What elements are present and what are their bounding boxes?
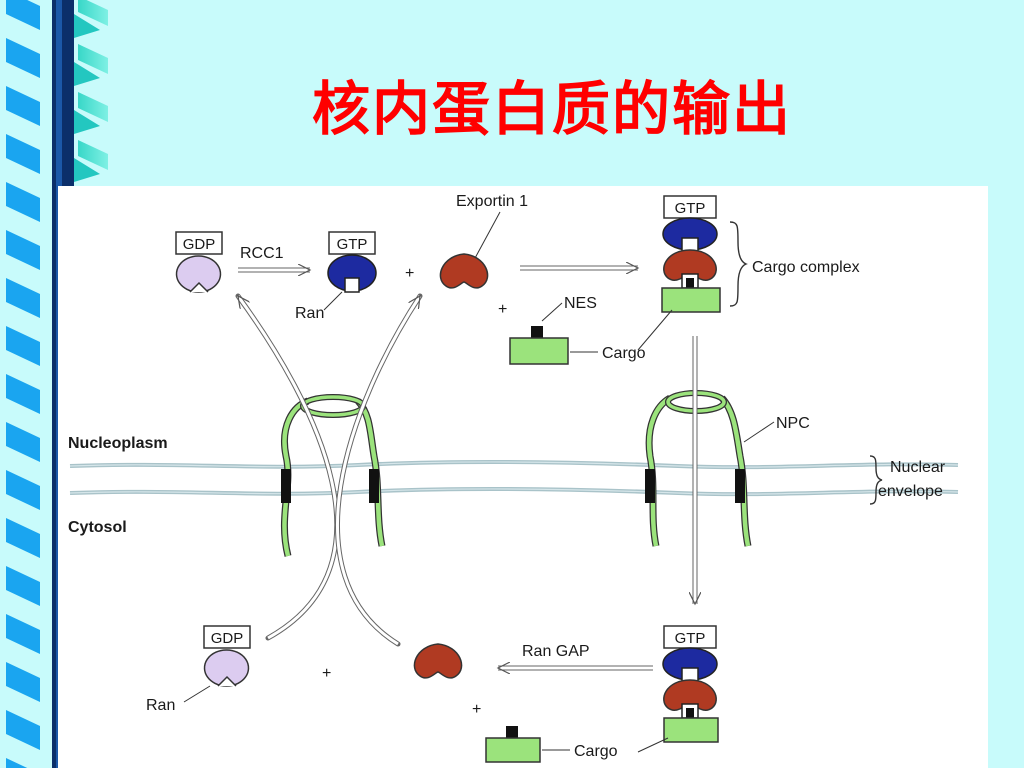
- ran-gap-label: Ran GAP: [522, 643, 590, 660]
- strip-blue-cell: [6, 566, 40, 606]
- nuclear-envelope: [69, 460, 959, 497]
- strip-teal-triangle: [74, 110, 100, 134]
- plus-sign-1: +: [405, 265, 414, 282]
- strip-blue-cell: [6, 182, 40, 222]
- plus-sign-2: +: [498, 301, 507, 318]
- recycle-arrows: [235, 293, 423, 647]
- strip-blue-cell: [6, 518, 40, 558]
- strip-blue-cell: [6, 662, 40, 702]
- rcc1-label: RCC1: [240, 245, 284, 262]
- strip-teal-cell: [78, 92, 108, 122]
- strip-blue-cell: [6, 326, 40, 366]
- plus-sign-3: +: [322, 665, 331, 682]
- exportin-label: Exportin 1: [456, 193, 528, 210]
- strip-teal-triangle: [74, 62, 100, 86]
- strip-blue-cell: [6, 38, 40, 78]
- gtp-label-complex-bottom: GTP: [675, 630, 706, 647]
- strip-teal-cell: [78, 140, 108, 170]
- nuclear-export-diagram: GDP RCC1 GTP Ran + Exportin 1 + NES C: [58, 186, 988, 768]
- strip-teal-triangle: [74, 158, 100, 182]
- gtp-label-top: GTP: [337, 236, 368, 253]
- strip-blue-cell: [6, 374, 40, 414]
- envelope-label: envelope: [878, 483, 943, 500]
- strip-teal-cell: [78, 0, 108, 26]
- strip-blue-cell: [6, 278, 40, 318]
- nucleoplasm-label: Nucleoplasm: [68, 435, 168, 452]
- strip-blue-cell: [6, 0, 40, 30]
- exportin-protein-cytosol: [413, 643, 463, 679]
- cytosol-label: Cytosol: [68, 519, 127, 536]
- strip-blue-cell: [6, 230, 40, 270]
- strip-teal-triangle: [74, 14, 100, 38]
- strip-blue-cell: [6, 470, 40, 510]
- slide-title: 核内蛋白质的输出: [311, 75, 792, 143]
- strip-blue-cell: [6, 86, 40, 126]
- nes-label: NES: [564, 295, 597, 312]
- strip-blue-cell: [6, 710, 40, 750]
- cargo-protein-cytosol: [485, 726, 541, 763]
- ran-gtp-nucleus: GTP: [327, 231, 377, 293]
- nuclear-pore-complex-left: [280, 394, 386, 557]
- plus-sign-4: +: [472, 701, 481, 718]
- strip-teal-cell: [78, 44, 108, 74]
- nuclear-label: Nuclear: [890, 459, 946, 476]
- exportin-protein: [439, 253, 489, 289]
- gdp-label-top: GDP: [183, 236, 216, 253]
- strip-blue-cell: [6, 134, 40, 174]
- ran-label-top: Ran: [295, 305, 324, 322]
- ran-gdp-nucleus: GDP: [175, 231, 223, 293]
- gdp-label-bottom: GDP: [211, 630, 244, 647]
- ran-label-bottom: Ran: [146, 697, 175, 714]
- strip-blue-cell: [6, 614, 40, 654]
- gtp-label-complex-top: GTP: [675, 200, 706, 217]
- cargo-label-top: Cargo: [602, 345, 646, 362]
- strip-blue-cell: [6, 758, 28, 768]
- cargo-complex-label: Cargo complex: [752, 259, 860, 276]
- ran-gdp-cytosol: GDP: [203, 625, 251, 687]
- cargo-label-bottom: Cargo: [574, 743, 618, 760]
- nes-cargo-protein: [509, 326, 569, 365]
- npc-label: NPC: [776, 415, 810, 432]
- strip-blue-cell: [6, 422, 40, 462]
- cargo-complex-cytosol: GTP: [662, 625, 719, 743]
- cargo-complex-nucleus: GTP: [661, 195, 721, 313]
